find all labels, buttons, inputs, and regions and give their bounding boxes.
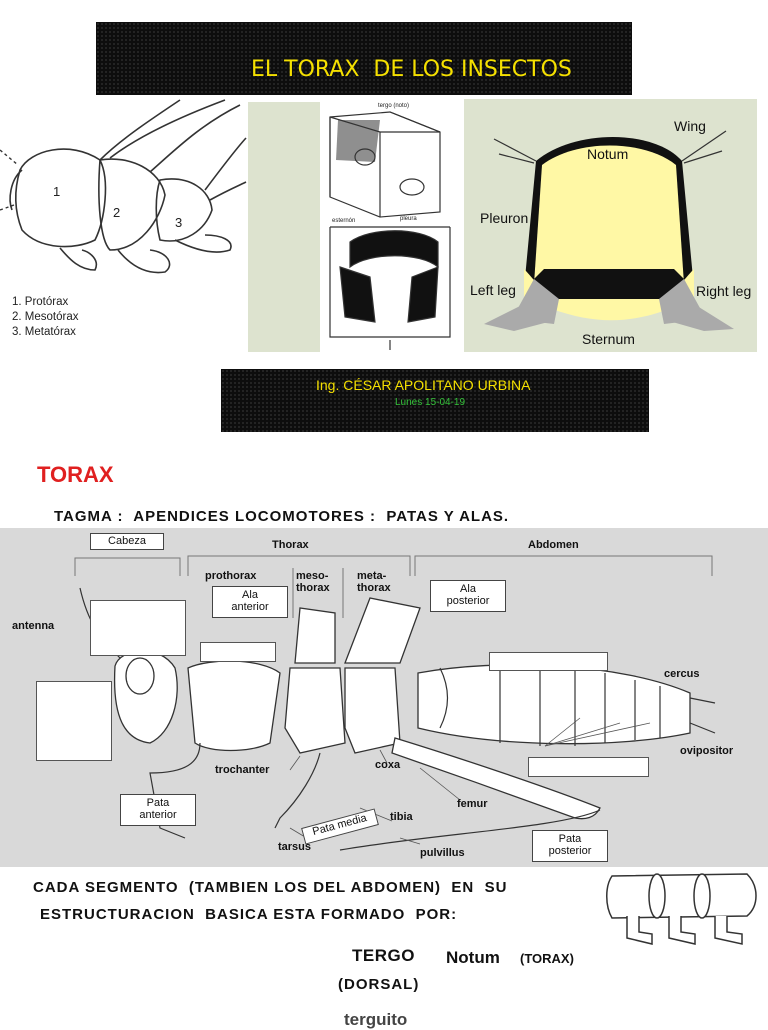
coxa-label: coxa [375,759,400,771]
prothorax-label: prothorax [205,570,256,582]
notum-text: Notum [446,948,500,968]
thorax-segments-figure: 1 2 3 1. Protórax 2. Mesotórax 3. Metató… [0,100,246,350]
torax-paren: (TORAX) [520,951,574,966]
segment-legend: 1. Protórax 2. Mesotórax 3. Metatórax [12,295,78,340]
author-banner: Ing. CÉSAR APOLITANO URBINA Lunes 15-04-… [221,369,649,432]
segment-1-number: 1 [53,184,60,199]
blank-answer-box[interactable] [200,642,276,662]
pata-anterior-label: Pata anterior [120,794,196,826]
mesothorax-label: meso- thorax [296,570,330,594]
left-leg-label: Left leg [470,282,516,298]
pulvillus-label: pulvillus [420,847,465,859]
notum-label: Notum [587,146,628,162]
ovipositor-label: ovipositor [680,745,733,757]
segment-box-figure: tergo (noto) esternón pleura [248,102,463,352]
sternum-label: Sternum [582,331,635,347]
blank-answer-box[interactable] [489,652,608,671]
esternon-label: esternón [332,218,355,224]
author-name: Ing. CÉSAR APOLITANO URBINA [316,377,530,393]
legend-item-metatorax: 3. Metatórax [12,325,78,340]
legend-item-mesotorax: 2. Mesotórax [12,310,78,325]
cabeza-label: Cabeza [90,533,164,550]
trochanter-label: trochanter [215,764,269,776]
body-line-1: CADA SEGMENTO (TAMBIEN LOS DEL ABDOMEN) … [33,879,507,896]
tagma-subheading: TAGMA : APENDICES LOCOMOTORES : PATAS Y … [54,508,509,525]
segment-rings-drawing [607,866,762,956]
body-line-2: ESTRUCTURACION BASICA ESTA FORMADO POR: [40,906,457,923]
dorsal-text: (DORSAL) [338,976,419,993]
slide-title: EL TORAX DE LOS INSECTOS [251,57,572,82]
ala-posterior-label: Ala posterior [430,580,506,612]
tergo-heading: TERGO [352,946,415,966]
right-leg-label: Right leg [696,283,751,299]
blank-answer-box[interactable] [528,757,649,777]
pata-posterior-label: Pata posterior [532,830,608,862]
cross-section-drawing: Wing Notum Pleuron Left leg Right leg St… [464,99,757,352]
segment-box-drawing: tergo (noto) esternón pleura [320,102,463,352]
cercus-label: cercus [664,668,699,680]
terguito-text: terguito [344,1010,407,1030]
insect-diagram-panel: Cabeza Thorax Abdomen prothorax meso- th… [0,528,768,867]
pleura-label: pleura [400,216,417,222]
tergo-label: tergo (noto) [378,103,409,109]
wing-label: Wing [674,118,706,134]
blank-answer-box[interactable] [36,681,112,761]
pleuron-label: Pleuron [480,210,528,226]
tibia-label: tibia [390,811,413,823]
slide-date: Lunes 15-04-19 [395,397,465,408]
metathorax-label: meta- thorax [357,570,391,594]
segment-3-number: 3 [175,215,182,230]
abdomen-label: Abdomen [528,539,579,551]
ala-anterior-label: Ala anterior [212,586,288,618]
femur-label: femur [457,798,488,810]
thorax-label: Thorax [272,539,309,551]
section-heading: TORAX [37,462,114,488]
antenna-label: antenna [12,620,54,632]
legend-item-protorax: 1. Protórax [12,295,78,310]
title-banner: EL TORAX DE LOS INSECTOS [96,22,632,95]
blank-answer-box[interactable] [90,600,186,656]
segment-2-number: 2 [113,205,120,220]
cross-section-figure: Wing Notum Pleuron Left leg Right leg St… [464,99,757,352]
